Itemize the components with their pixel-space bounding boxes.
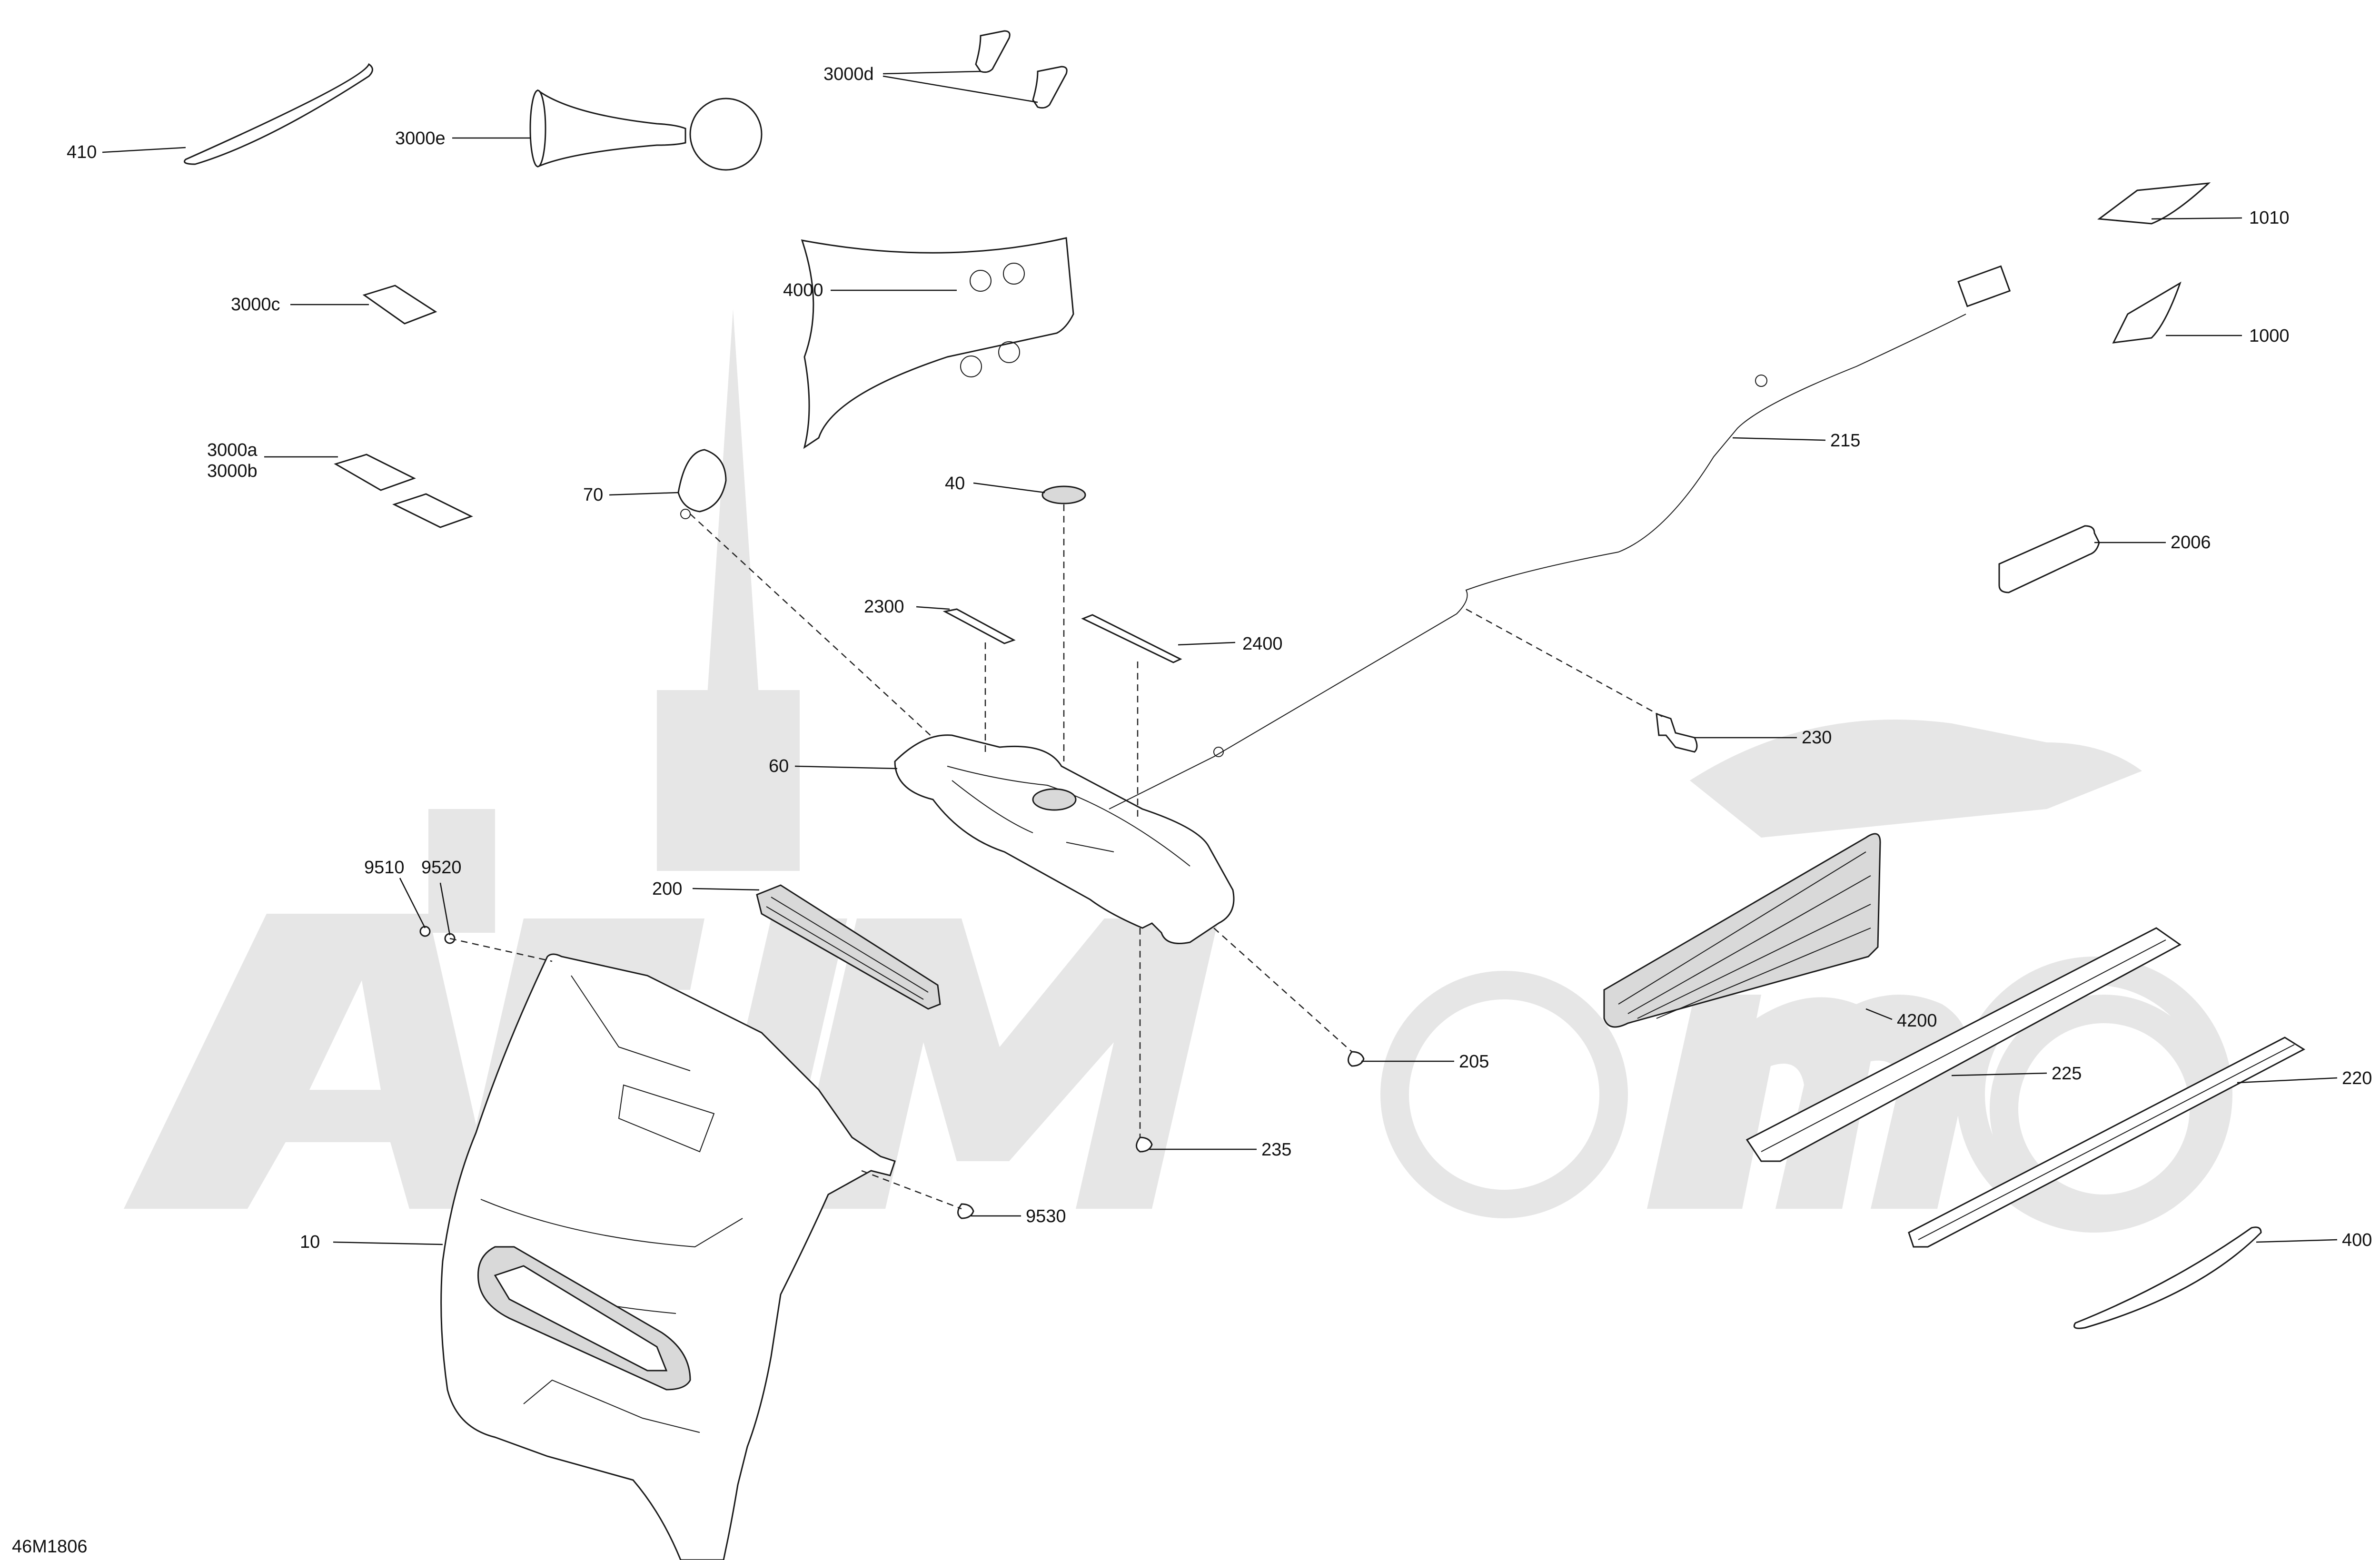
part-4200-mesh-panel <box>1603 833 1881 1028</box>
callout-40: 40 <box>945 474 965 494</box>
fastener-235 <box>1136 1136 1153 1153</box>
fastener-205 <box>1348 1051 1365 1067</box>
fastener-9530 <box>957 1203 974 1219</box>
callout-3000d: 3000d <box>823 64 874 84</box>
part-10-hood-panel <box>440 953 896 1560</box>
part-410-decal-strip <box>184 63 373 165</box>
callout-3000e: 3000e <box>395 128 446 148</box>
leader-lines <box>102 70 2338 1245</box>
part-400-decal-strip <box>2073 1226 2262 1329</box>
part-40-emblem <box>1041 485 1086 504</box>
callout-9520: 9520 <box>421 858 462 878</box>
part-2006-label <box>1998 525 2100 593</box>
part-230-bracket <box>1656 712 1698 753</box>
callout-9510: 9510 <box>364 858 405 878</box>
callout-3000a: 3000a <box>207 440 258 460</box>
part-4000-panel <box>801 237 1074 449</box>
callout-2400: 2400 <box>1242 634 1283 654</box>
callout-3000b: 3000b <box>207 461 258 481</box>
part-3000c-tag <box>362 285 437 325</box>
callout-215: 215 <box>1830 431 1860 451</box>
callout-200: 200 <box>652 879 682 899</box>
part-70-clip <box>677 449 727 519</box>
callout-230: 230 <box>1802 728 1832 748</box>
part-3000ab-tags <box>334 454 473 528</box>
part-1000-decal <box>2112 281 2182 344</box>
part-2400-decal <box>1081 614 1182 663</box>
callout-1000: 1000 <box>2249 326 2290 346</box>
callout-2300: 2300 <box>864 597 904 617</box>
part-215-cable <box>1109 265 2011 810</box>
part-220-rail <box>1908 1037 2306 1248</box>
callout-4000: 4000 <box>783 280 823 300</box>
part-200-vent <box>756 884 941 1010</box>
fastener-9510 <box>419 926 431 937</box>
callout-400: 400 <box>2342 1230 2372 1250</box>
callout-9530: 9530 <box>1026 1206 1066 1226</box>
callout-4200: 4200 <box>1897 1011 1937 1031</box>
part-60-console <box>894 734 1235 944</box>
callout-70: 70 <box>583 485 603 505</box>
part-3000d-clips <box>975 30 1068 109</box>
callout-2006: 2006 <box>2171 533 2211 553</box>
part-1010-decal <box>2097 182 2211 225</box>
callout-10: 10 <box>300 1232 320 1252</box>
assembly-lines <box>449 504 1666 1210</box>
callout-235: 235 <box>1261 1140 1291 1160</box>
diagram-code: 46M1806 <box>12 1537 87 1557</box>
callout-205: 205 <box>1459 1052 1489 1072</box>
callout-labels: 410 3000e 3000d 3000c 3000a 3000b 4000 7… <box>12 64 2372 1557</box>
part-3000e-horn <box>529 89 763 171</box>
callout-1010: 1010 <box>2249 208 2290 228</box>
callout-220: 220 <box>2342 1068 2372 1088</box>
part-225-rail <box>1745 927 2182 1162</box>
part-2300-decal <box>942 608 1016 644</box>
callout-410: 410 <box>67 142 97 162</box>
callout-3000c: 3000c <box>231 295 280 315</box>
callout-60: 60 <box>769 756 789 776</box>
callout-225: 225 <box>2052 1064 2082 1084</box>
